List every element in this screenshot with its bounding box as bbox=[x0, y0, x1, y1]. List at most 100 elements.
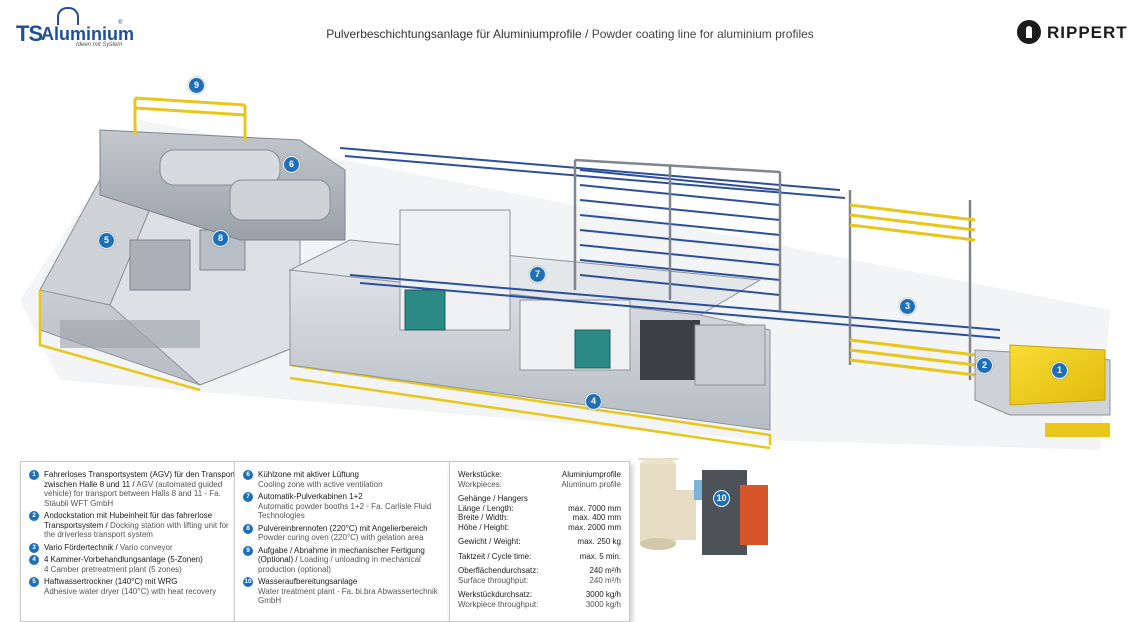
cooling-zone bbox=[99, 129, 346, 241]
powder-booths bbox=[399, 209, 700, 380]
control-cabinet bbox=[694, 324, 766, 386]
legend-text-de: Aufgabe / Abnahme in mechanischer Fertig… bbox=[258, 545, 425, 565]
spec-surface-throughput-en: Surface throughput: 240 m²/h bbox=[458, 576, 621, 586]
marker-4: 4 bbox=[585, 393, 602, 410]
legend-number: 2 bbox=[29, 511, 39, 521]
marker-1: 1 bbox=[1051, 362, 1068, 379]
spec-width: Breite / Width: max. 400 mm bbox=[458, 513, 621, 523]
spec-workpiece-throughput: Werkstückdurchsatz: 3000 kg/h bbox=[458, 590, 621, 600]
legend-text-en: Water treatment plant - Fa. bi.bra Abwas… bbox=[258, 586, 438, 606]
legend-text-de: Wasseraufbereitungsanlage bbox=[258, 577, 358, 586]
spec-workpieces-en: Workpieces: Aluminum profile bbox=[458, 480, 621, 490]
legend-text-de: Vario Fördertechnik / bbox=[44, 542, 118, 552]
spec-label: Werkstückdurchsatz: bbox=[458, 590, 533, 599]
legend-text-de: 4 Kammer-Vorbehandlungsanlage (5-Zonen) bbox=[44, 555, 203, 564]
spec-height: Höhe / Height: max. 2000 mm bbox=[458, 523, 621, 533]
legend-number: 7 bbox=[243, 492, 253, 502]
ts-aluminium-logo: TS Aluminium ® Ideen mit System bbox=[16, 7, 134, 48]
spec-value: max. 400 mm bbox=[572, 513, 621, 522]
legend-item-2: 2 Andockstation mit Hubeinheit für das f… bbox=[27, 511, 237, 540]
legend-text-en: AGV (automated guided vehicle) for trans… bbox=[44, 479, 223, 508]
logo-hook-icon bbox=[57, 7, 79, 25]
legend-text-en: Automatic powder booths 1+2 - Fa. Carlis… bbox=[258, 501, 432, 521]
legend-panel-left: 1 Fahrerloses Transportsystem (AGV) für … bbox=[20, 461, 244, 622]
legend-text-en: Loading / unloading in mechanical produc… bbox=[258, 555, 421, 574]
legend-text-de: Kühlzone mit aktiver Lüftung bbox=[258, 470, 359, 479]
logo-ts: TS bbox=[16, 21, 43, 46]
legend-text-en: Powder curing oven (220°C) with gelation… bbox=[258, 533, 424, 542]
legend-number: 3 bbox=[29, 542, 39, 553]
legend-panel-middle: 6 Kühlzone mit aktiver Lüftung Cooling z… bbox=[234, 461, 453, 622]
legend-item-5: 5 Haftwassertrockner (140°C) mit WRG Adh… bbox=[27, 577, 237, 596]
legend-number: 6 bbox=[243, 470, 253, 480]
spec-value: Aluminiumprofile bbox=[561, 470, 621, 479]
legend-text-en: Vario conveyor bbox=[119, 542, 173, 552]
legend-item-7: 7 Automatik-Pulverkabinen 1+2 Automatic … bbox=[241, 492, 446, 521]
plant-drawing bbox=[20, 96, 1111, 530]
legend-text-de: Andockstation mit Hubeinheit für das fah… bbox=[44, 511, 213, 530]
title-en: Powder coating line for aluminium profil… bbox=[591, 27, 814, 41]
marker-6: 6 bbox=[283, 156, 300, 173]
legend-item-8: 8 Pulvereinbrennofen (220°C) mit Angelie… bbox=[241, 523, 446, 543]
legend-text-de: Fahrerloses Transportsystem (AGV) für de… bbox=[44, 470, 236, 489]
legend-item-3: 3 Vario Fördertechnik / Vario conveyor bbox=[27, 542, 237, 553]
legend-text-en: Cooling zone with active ventilation bbox=[258, 479, 383, 489]
marker-10: 10 bbox=[713, 490, 730, 507]
spec-label: Workpiece throughput: bbox=[458, 599, 539, 609]
spec-label: Surface throughput: bbox=[458, 575, 529, 585]
storage-racks-right bbox=[849, 203, 976, 377]
water-treatment-drawing bbox=[640, 458, 768, 555]
spec-label: Gewicht / Weight: bbox=[458, 537, 521, 546]
legend-item-9: 9 Aufgabe / Abnahme in mechanischer Fert… bbox=[241, 545, 446, 575]
header: TS Aluminium ® Ideen mit System Pulverbe… bbox=[0, 0, 1140, 60]
platform-railing bbox=[38, 290, 772, 450]
spec-value: max. 250 kg bbox=[577, 537, 621, 546]
legend-number: 4 bbox=[29, 555, 39, 565]
spec-surface-throughput: Oberflächendurchsatz: 240 m²/h bbox=[458, 566, 621, 576]
legend-item-4: 4 4 Kammer-Vorbehandlungsanlage (5-Zonen… bbox=[27, 555, 237, 574]
spec-value: 3000 kg/h bbox=[585, 599, 621, 609]
legend-text-en: Docking station with lifting unit for th… bbox=[44, 520, 229, 540]
spec-weight: Gewicht / Weight: max. 250 kg bbox=[458, 537, 621, 547]
spec-value: 3000 kg/h bbox=[585, 590, 621, 599]
spec-label: Taktzeit / Cycle time: bbox=[458, 551, 532, 561]
spec-value: max. 2000 mm bbox=[568, 522, 621, 532]
specs-panel: Werkstücke: Aluminiumprofile Workpieces:… bbox=[449, 461, 630, 622]
spec-value: max. 7000 mm bbox=[568, 503, 621, 513]
rippert-mark-icon bbox=[1017, 20, 1041, 44]
plant-illustration: 9 6 5 8 7 3 2 1 4 bbox=[0, 60, 1140, 530]
page-title: Pulverbeschichtungsanlage für Aluminiump… bbox=[0, 27, 1140, 41]
title-de: Pulverbeschichtungsanlage für Aluminiump… bbox=[326, 27, 582, 41]
marker-7: 7 bbox=[529, 266, 546, 283]
legend-number: 8 bbox=[243, 523, 253, 534]
spec-hangers: Gehänge / Hangers bbox=[458, 494, 621, 504]
marker-2: 2 bbox=[976, 357, 993, 374]
legend-number: 10 bbox=[243, 577, 253, 587]
marker-8: 8 bbox=[212, 230, 229, 247]
legend-text-de: Pulvereinbrennofen (220°C) mit Angelierb… bbox=[258, 523, 428, 533]
spec-value: 240 m²/h bbox=[589, 566, 621, 575]
legend-item-6: 6 Kühlzone mit aktiver Lüftung Cooling z… bbox=[241, 470, 446, 489]
rippert-name: RIPPERT bbox=[1047, 23, 1128, 42]
loading-station-top bbox=[133, 96, 247, 142]
logo-tagline: Ideen mit System bbox=[76, 42, 123, 48]
spec-label: Werkstücke: bbox=[458, 470, 502, 479]
spec-value: Aluminum profile bbox=[561, 479, 621, 489]
logo-registered: ® bbox=[118, 20, 123, 26]
legend-text-de: Automatik-Pulverkabinen 1+2 bbox=[258, 492, 363, 501]
legend-text-en: 4 Camber pretreatment plant (5 zones) bbox=[44, 564, 182, 574]
legend-number: 9 bbox=[243, 545, 253, 556]
spec-cycle-time: Taktzeit / Cycle time: max. 5 min. bbox=[458, 552, 621, 562]
spec-label: Gehänge / Hangers bbox=[458, 494, 528, 503]
vario-conveyor bbox=[339, 147, 1001, 339]
marker-9: 9 bbox=[188, 77, 205, 94]
legend-text-en: Adhesive water dryer (140°C) with heat r… bbox=[44, 586, 217, 596]
spec-workpieces: Werkstücke: Aluminiumprofile bbox=[458, 470, 621, 480]
spec-length: Länge / Length: max. 7000 mm bbox=[458, 504, 621, 514]
spec-label: Oberflächendurchsatz: bbox=[458, 566, 539, 575]
spec-label: Breite / Width: bbox=[458, 513, 509, 522]
legend-number: 5 bbox=[29, 577, 39, 587]
title-separator: / bbox=[581, 27, 592, 41]
logo-word: Aluminium bbox=[41, 24, 134, 44]
legend-item-10: 10 Wasseraufbereitungsanlage Water treat… bbox=[241, 577, 446, 606]
